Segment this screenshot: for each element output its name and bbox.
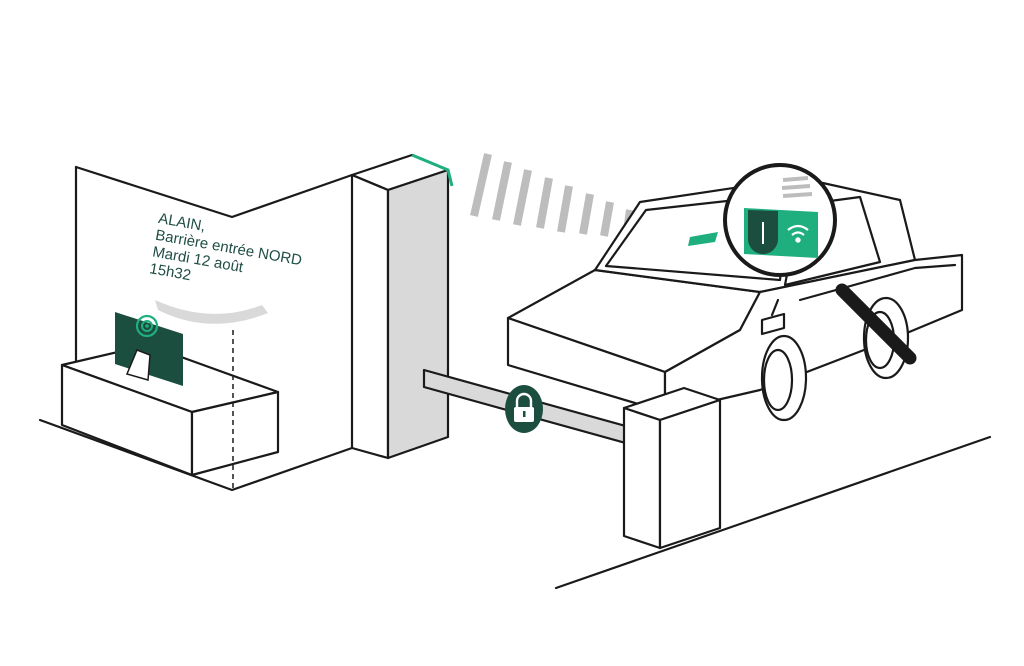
magnifying-glass-icon bbox=[723, 163, 917, 365]
wifi-icon bbox=[787, 224, 809, 243]
speech-bubble-tail bbox=[155, 300, 268, 324]
barrier-post bbox=[622, 386, 722, 550]
radar-icon bbox=[135, 314, 159, 338]
lock-icon bbox=[505, 385, 543, 433]
road bbox=[554, 435, 992, 590]
reception-monitor bbox=[115, 312, 183, 386]
gate-pillar bbox=[350, 153, 454, 460]
shield-icon bbox=[747, 210, 778, 255]
